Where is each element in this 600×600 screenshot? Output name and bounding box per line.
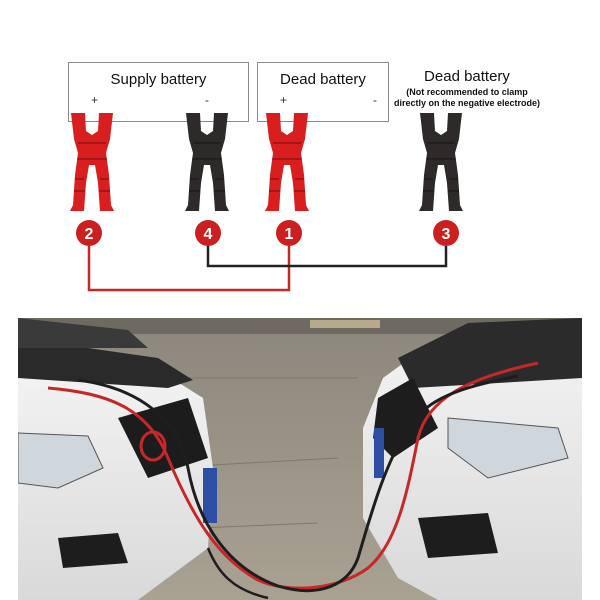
jump-start-photo xyxy=(18,318,582,600)
dead-battery-ground-note: (Not recommended to clamp directly on th… xyxy=(392,87,542,109)
photo-black-cable xyxy=(77,374,519,593)
left-hood xyxy=(18,318,148,348)
dead-battery-box: Dead battery + - xyxy=(257,62,389,122)
note-line-1: (Not recommended to clamp xyxy=(406,87,528,97)
background-strip xyxy=(18,318,582,334)
supply-battery-box: Supply battery + - xyxy=(68,62,249,122)
clamp-diagram: 2 4 1 3 xyxy=(69,112,464,292)
dead-battery-plus: + xyxy=(280,93,288,107)
photo-black-cable-loop xyxy=(206,547,269,600)
right-headlight xyxy=(447,417,569,479)
left-headlight xyxy=(18,432,104,489)
right-fog-vent xyxy=(418,513,498,558)
note-line-2: directly on the negative electrode) xyxy=(393,98,541,108)
supply-battery-title: Supply battery xyxy=(110,71,207,88)
curb-block xyxy=(310,320,380,328)
badge-supply-positive: 2 xyxy=(76,220,102,246)
badge-dead-positive: 1 xyxy=(276,220,302,246)
left-engine-bay xyxy=(18,338,193,388)
left-fog-vent xyxy=(58,533,128,568)
clamp-supply-positive xyxy=(69,112,115,212)
clamp-dead-negative xyxy=(418,112,464,212)
black-cable-line xyxy=(206,246,448,268)
dead-battery-title: Dead battery xyxy=(280,71,366,88)
badge-number: 4 xyxy=(204,226,213,243)
badge-number: 3 xyxy=(442,226,451,243)
badge-dead-negative: 3 xyxy=(433,220,459,246)
supply-battery-plus: + xyxy=(91,93,99,107)
right-grille xyxy=(373,378,438,458)
clamp-dead-positive xyxy=(264,112,310,212)
dead-battery-minus: - xyxy=(373,93,377,107)
badge-number: 2 xyxy=(85,226,94,243)
left-car xyxy=(18,318,217,600)
red-cable-line xyxy=(87,246,291,292)
badge-supply-negative: 4 xyxy=(195,220,221,246)
left-license-plate xyxy=(203,468,217,523)
right-car xyxy=(363,318,582,600)
right-license-plate xyxy=(374,428,384,478)
right-engine-bay xyxy=(398,318,582,388)
clamp-supply-negative xyxy=(184,112,230,212)
badge-number: 1 xyxy=(285,226,294,243)
supply-battery-minus: - xyxy=(205,93,209,107)
dead-battery-ground-title: Dead battery xyxy=(424,68,510,85)
photo-red-cable xyxy=(47,361,539,590)
